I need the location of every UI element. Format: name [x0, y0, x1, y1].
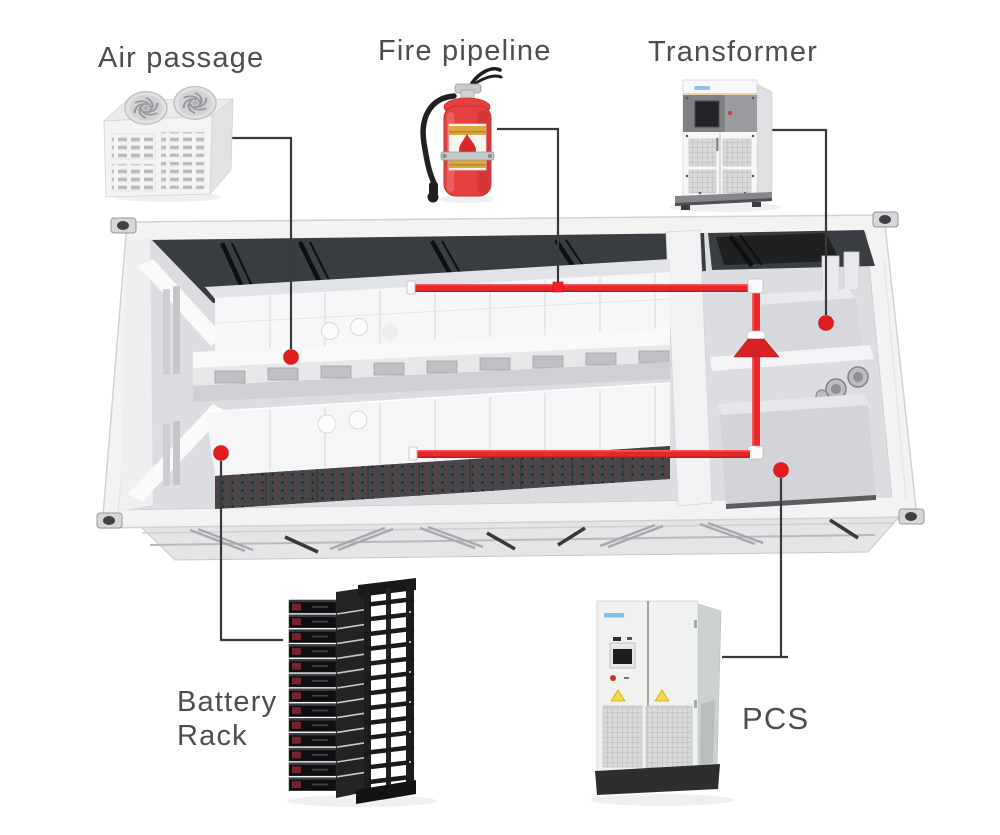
battery-rack-label-line2: Rack — [177, 720, 248, 752]
container-left-end — [121, 238, 227, 511]
air-passage-label: Air passage — [98, 42, 264, 74]
pcs-warning-stickers — [610, 689, 670, 702]
container-divider-wall — [665, 229, 713, 507]
callout-lines — [219, 127, 828, 659]
hvac-grille — [111, 131, 205, 192]
air-passage-callout-line — [230, 136, 293, 349]
transformer-illustration — [669, 79, 781, 212]
pcs-logo — [604, 613, 624, 618]
container-air-duct — [193, 327, 671, 402]
hvac-fan-right — [173, 86, 217, 120]
fire-pipeline-marker-square — [552, 281, 564, 293]
transformer-marker-dot — [818, 315, 834, 331]
air-passage-marker-dot — [283, 349, 299, 365]
hvac-fan-left — [124, 91, 168, 125]
right-room — [710, 251, 876, 509]
fire-pipeline-label: Fire pipeline — [378, 35, 552, 67]
rack-frame — [356, 578, 416, 804]
pcs-marker-dot — [773, 462, 789, 478]
transformer-display — [694, 100, 720, 128]
pcs-callout-line — [722, 478, 788, 659]
callout-markers — [213, 281, 834, 478]
transformer-logo — [694, 86, 710, 90]
pcs-illustration — [590, 600, 734, 806]
battery-rack-marker-dot — [213, 445, 229, 461]
right-room-shelf — [710, 345, 874, 371]
pcs-label: PCS — [742, 701, 809, 736]
pcs-display — [609, 637, 636, 681]
extinguisher-label — [448, 123, 487, 171]
air-passage-illustration — [102, 86, 235, 202]
battery-rack-callout-line — [219, 461, 283, 642]
transformer-box — [753, 289, 862, 353]
container-illustration — [96, 211, 925, 561]
battery-rack-label-line1: Battery — [177, 686, 277, 718]
battery-module-stack — [288, 599, 337, 791]
transformer-vents — [688, 138, 752, 194]
battery-rack-illustration — [287, 578, 437, 807]
battery-modules-strip — [215, 446, 670, 509]
transformer-callout-line — [767, 128, 828, 315]
pcs-vents — [602, 705, 693, 770]
fire-extinguisher-illustration — [420, 67, 503, 203]
corner-castings — [96, 211, 925, 529]
extinguisher-hose — [420, 93, 457, 186]
container-underfloor — [138, 515, 902, 561]
fire-pipeline-callout-line — [497, 127, 560, 284]
sprinkler-cone — [733, 338, 780, 358]
transformer-label: Transformer — [648, 36, 818, 68]
fire-pipeline-pipes — [406, 278, 780, 461]
